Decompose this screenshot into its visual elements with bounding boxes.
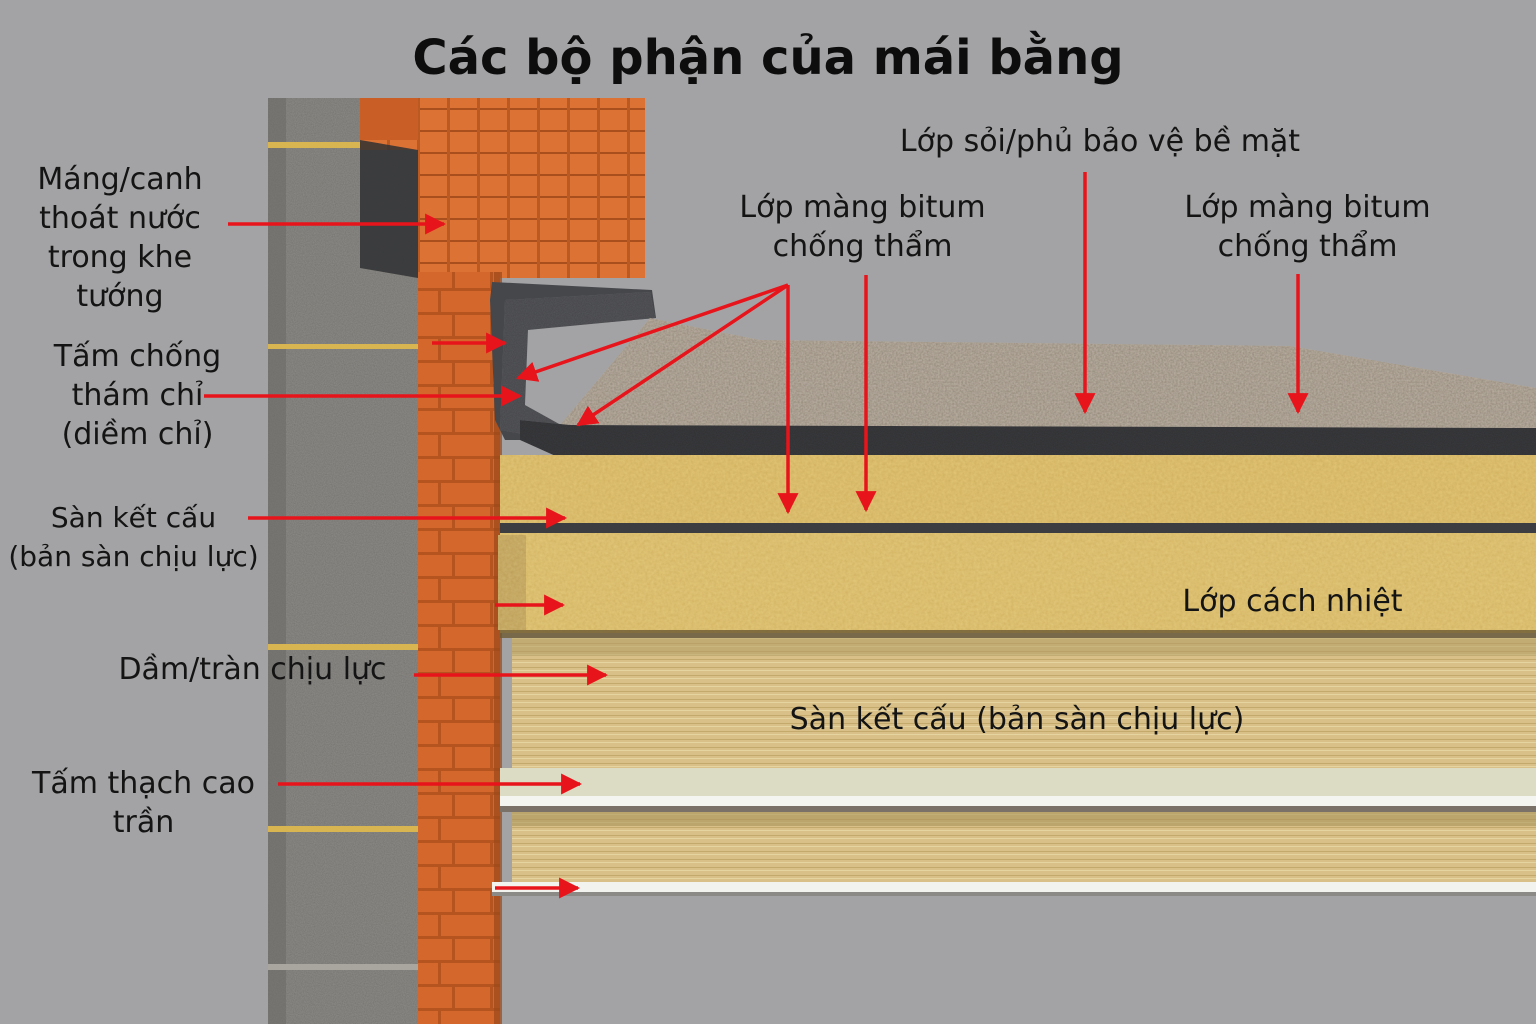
- arrow-membrane-1b: [576, 283, 789, 427]
- bitumen-membrane: [520, 420, 1536, 458]
- label-membrane-2: Lớp màng bitum chống thẩm: [1184, 190, 1431, 264]
- insulation-shadow: [500, 630, 1536, 638]
- ceiling-board: [500, 768, 1536, 812]
- label-gutter: Máng/canh thoát nước trong khe tướng: [37, 162, 203, 314]
- membrane-line: [500, 523, 1536, 535]
- joist-lower: [512, 812, 1536, 884]
- label-insulation: Lớp cách nhiệt: [1182, 584, 1403, 619]
- label-membrane-1: Lớp màng bitum chống thẩm: [739, 190, 986, 264]
- label-joist: Dầm/tràn chịu lực: [118, 652, 387, 687]
- label-flashing: Tấm chống thám chỉ (diềm chỉ): [53, 339, 222, 452]
- plasterboard: [492, 882, 1536, 896]
- insulation-lower: [498, 533, 1536, 633]
- lead-flashing: [490, 282, 656, 440]
- arrow-membrane-1a: [516, 283, 789, 382]
- label-plaster: Tấm thạch cao trần: [32, 766, 255, 840]
- label-gravel: Lớp sỏi/phủ bảo vệ bề mặt: [899, 124, 1301, 159]
- label-deck-left: Sàn kết cấu (bản sàn chịu lực): [8, 501, 259, 573]
- label-deck-main: Sàn kết cấu (bản sàn chịu lực): [789, 702, 1245, 737]
- timber-deck: [512, 638, 1536, 770]
- diagram-title: Các bộ phận của mái bằng: [412, 30, 1124, 86]
- insulation-upper: [500, 455, 1536, 525]
